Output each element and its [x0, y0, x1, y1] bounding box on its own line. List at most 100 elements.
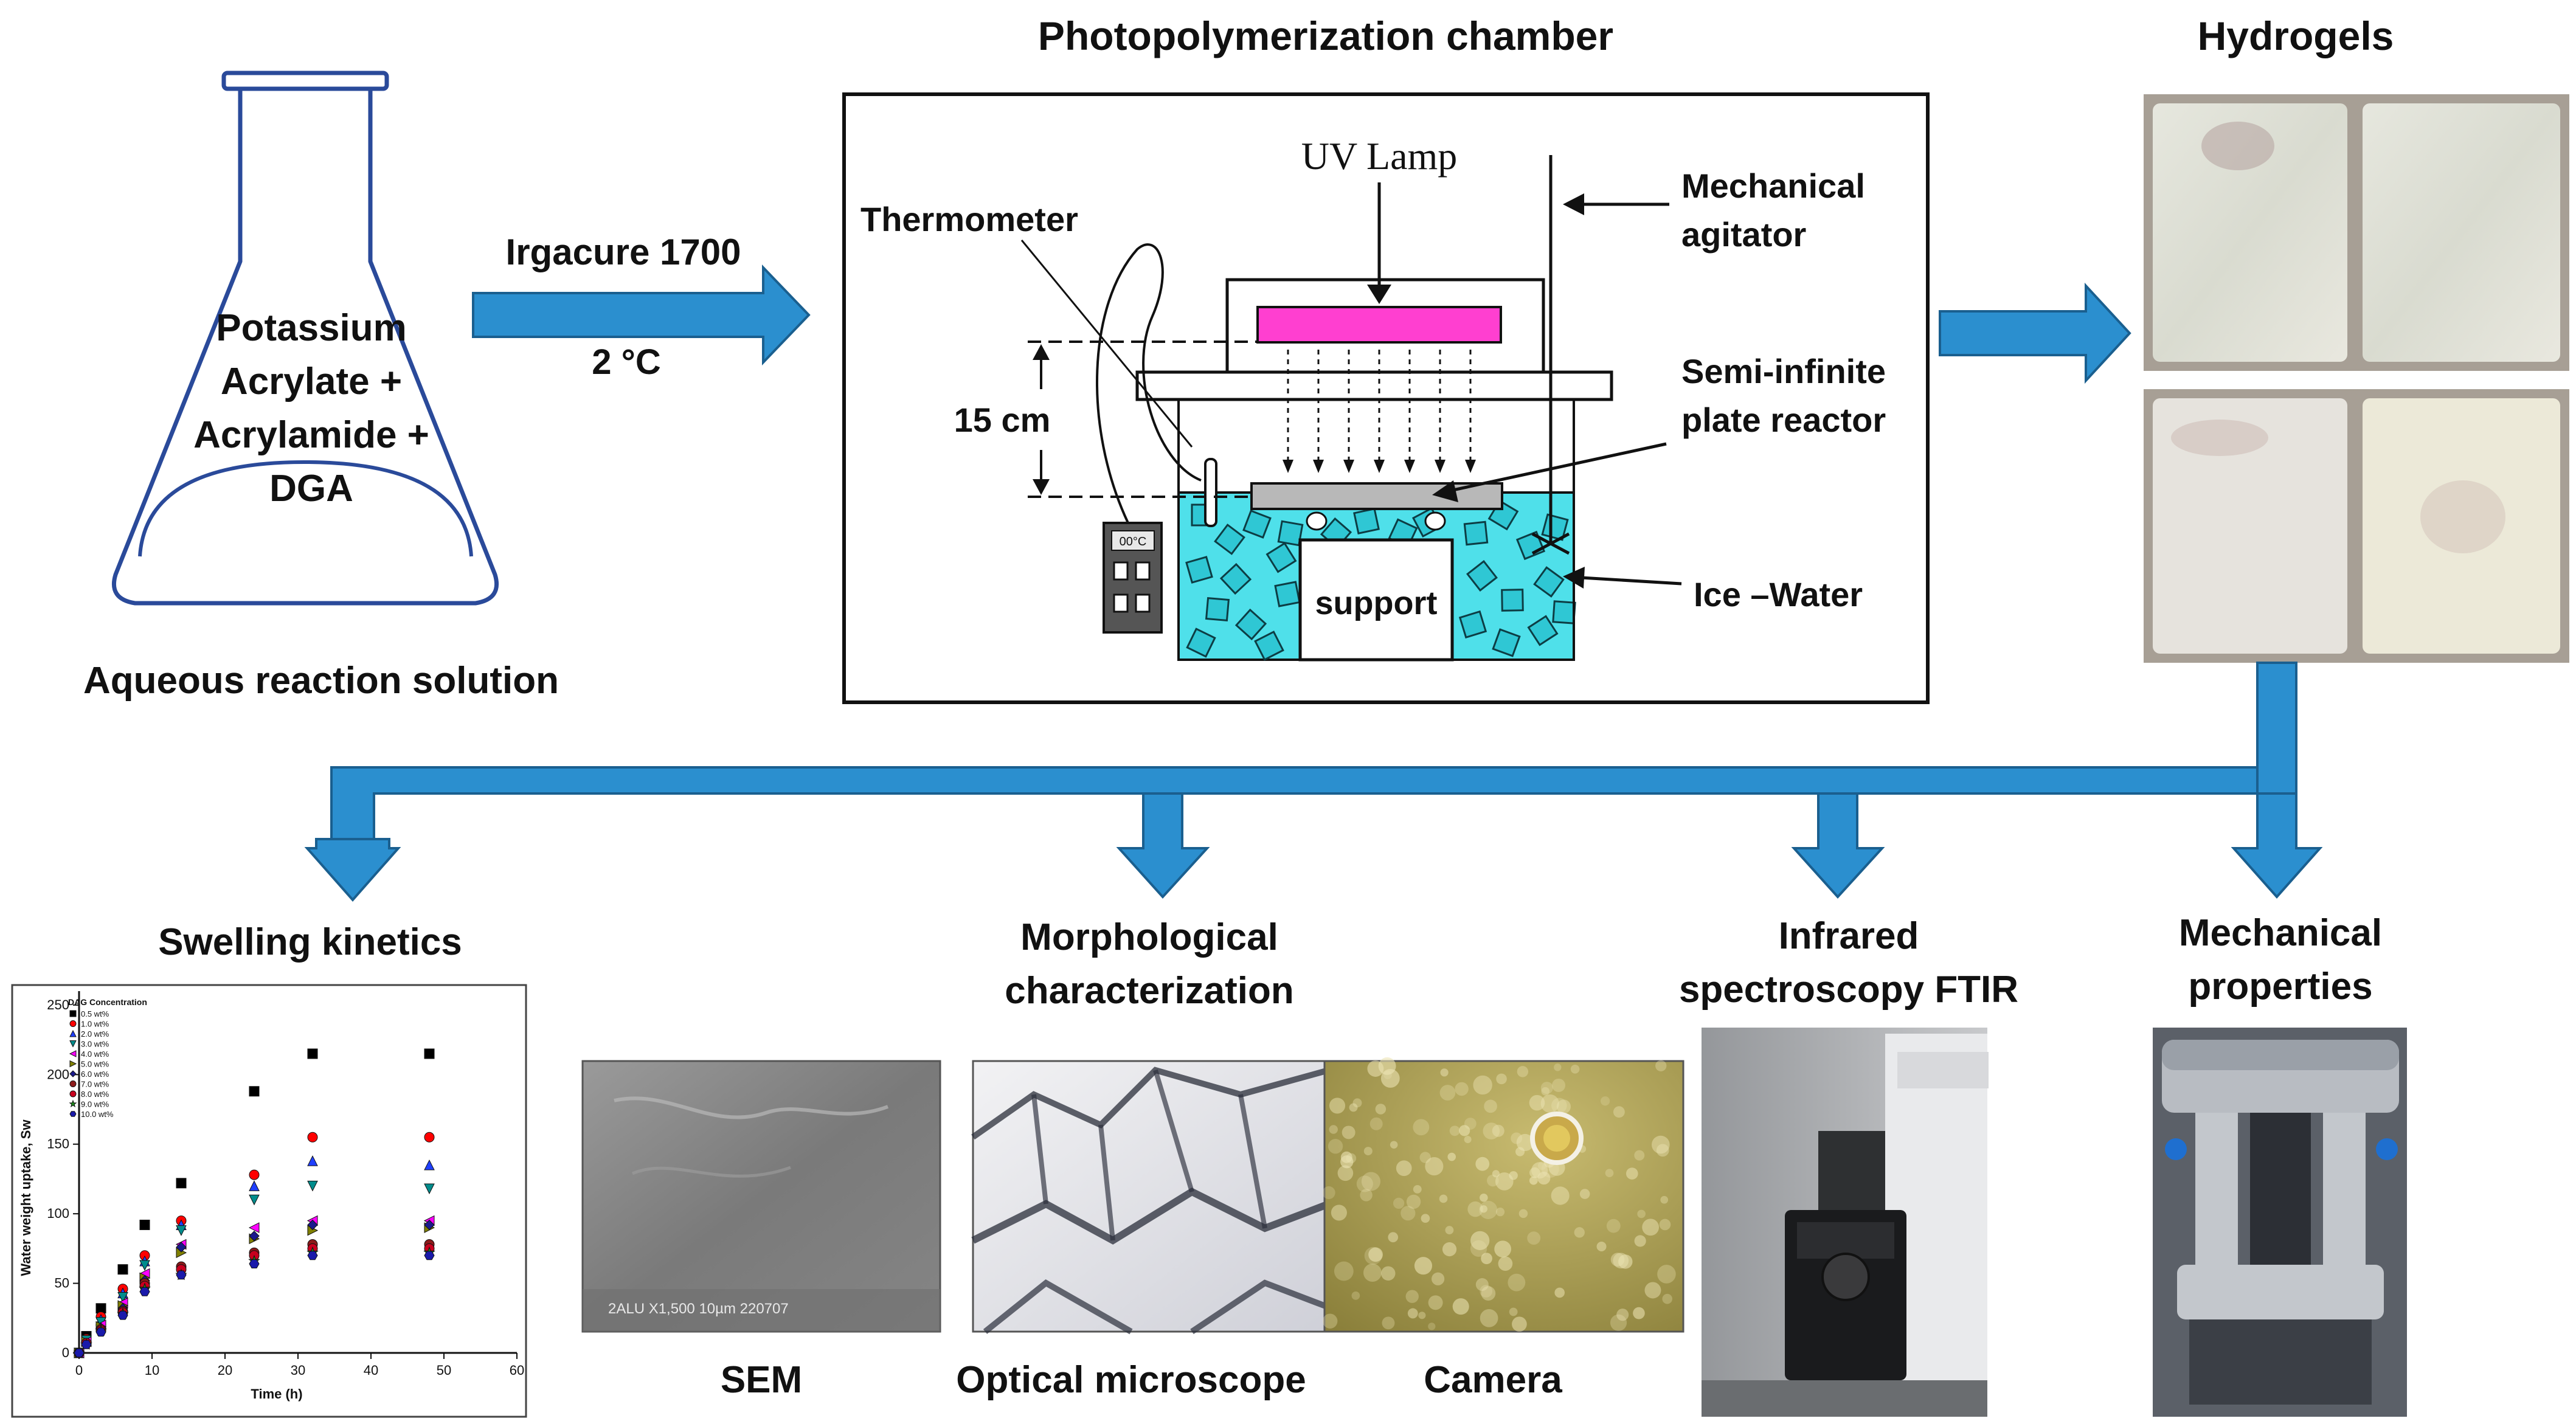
thermometer-probe — [1204, 458, 1217, 527]
hydrogels-photo — [2144, 94, 2569, 663]
erlenmeyer-flask — [111, 71, 499, 606]
bubble — [1306, 511, 1328, 531]
chamber-walls — [1177, 399, 1575, 660]
optical-label: Optical microscope — [956, 1359, 1306, 1401]
agitator-label-2: agitator — [1681, 215, 1806, 254]
arrow-to-chamber — [472, 264, 811, 365]
mechanical-title-2: properties — [2188, 966, 2372, 1008]
chart-legend-marker — [69, 1080, 77, 1087]
ice-cube — [1501, 589, 1524, 612]
ice-cube — [1552, 600, 1576, 624]
chart-point — [249, 1194, 260, 1206]
chart-legend-label: 6.0 wt% — [81, 1070, 109, 1079]
uv-lamp-label: UV Lamp — [1301, 134, 1458, 178]
chart-point — [176, 1225, 187, 1236]
chart-point — [307, 1048, 318, 1059]
chart-x-tick-label: 40 — [364, 1363, 378, 1378]
chart-point — [307, 1132, 318, 1143]
ftir-title-2: spectroscopy FTIR — [1679, 969, 2018, 1011]
swelling-kinetics-title: Swelling kinetics — [158, 921, 462, 963]
chart-point — [81, 1340, 92, 1349]
chart-legend-marker — [69, 1050, 77, 1057]
ice-cube — [1265, 542, 1297, 573]
uv-ray-head — [1465, 460, 1476, 473]
reactor-pointer-head — [1432, 480, 1458, 502]
agitator-blade — [1531, 532, 1570, 555]
ice-cube — [1463, 520, 1489, 546]
chart-point — [74, 1348, 85, 1358]
chart-legend-title: DAG Concentration — [68, 997, 147, 1007]
ice-cube — [1242, 510, 1272, 539]
chart-point — [424, 1048, 435, 1059]
chart-x-tick-label: 50 — [437, 1363, 451, 1378]
ice-cube — [1353, 508, 1380, 534]
arrow-to-hydrogels — [1939, 282, 2131, 384]
chart-marks — [73, 1048, 435, 1359]
flask-label-line-1: Potassium — [216, 307, 407, 349]
reactor-label-2: plate reactor — [1681, 401, 1886, 439]
camera-image — [1322, 1057, 1684, 1333]
mechanical-photo — [2153, 1028, 2407, 1417]
chart-point — [117, 1291, 128, 1303]
chart-legend: 0.5 wt%1.0 wt%2.0 wt%3.0 wt%4.0 wt%5.0 w… — [69, 1009, 114, 1119]
chart-point — [176, 1242, 187, 1253]
ice-cube — [1234, 608, 1267, 641]
ice-cube — [1277, 520, 1304, 547]
chart-point — [249, 1086, 260, 1097]
chart-legend-marker — [69, 1090, 77, 1098]
uv-ray-head — [1313, 460, 1324, 473]
bubble — [1424, 511, 1446, 531]
uv-ray-head — [1374, 460, 1385, 473]
chart-legend-label: 5.0 wt% — [81, 1060, 109, 1069]
ice-water-pointer — [1581, 576, 1682, 586]
chart-point — [249, 1169, 260, 1180]
chart-x-tick-label: 0 — [75, 1363, 83, 1378]
chart-x-axis-label: Time (h) — [251, 1386, 302, 1402]
chart-point — [176, 1178, 187, 1189]
chart-legend-marker — [69, 1060, 77, 1068]
chart-y-tick-label: 250 — [47, 997, 69, 1012]
chart-point — [307, 1219, 318, 1231]
agitator-pointer-head — [1563, 193, 1584, 215]
chamber-lid — [1135, 370, 1613, 401]
chart-legend-label: 7.0 wt% — [81, 1080, 109, 1089]
chart-y-tick-label: 200 — [47, 1067, 69, 1082]
ftir-title-1: Infrared — [1779, 915, 1919, 957]
ice-cube — [1214, 524, 1245, 555]
ice-water-label: Ice –Water — [1694, 575, 1863, 614]
ice-cubes — [1185, 499, 1576, 661]
chart-point — [176, 1270, 187, 1280]
flask-label-line-2: Acrylate + — [221, 361, 402, 403]
uv-ray-head — [1343, 460, 1354, 473]
chart-point — [139, 1219, 150, 1230]
ice-cube — [1186, 628, 1216, 658]
reactor-support — [1298, 538, 1454, 662]
morphological-title-1: Morphological — [1020, 916, 1278, 958]
ice-cube — [1205, 596, 1230, 622]
thermometer-leader — [1020, 240, 1193, 448]
support-label: support — [1315, 585, 1438, 621]
thermometer-display-unit — [1103, 522, 1163, 634]
ice-cube — [1274, 581, 1301, 607]
distance-label: 15 cm — [954, 401, 1051, 439]
ice-cube — [1254, 631, 1284, 661]
chamber-title: Photopolymerization chamber — [1038, 13, 1613, 58]
flask-label-line-3: Acrylamide + — [193, 414, 429, 456]
chart-x-tick-label: 10 — [145, 1363, 159, 1378]
ftir-photo — [1702, 1028, 1989, 1417]
chart-x-tick-label: 20 — [218, 1363, 232, 1378]
flask-label-line-4: DGA — [269, 468, 353, 510]
chart-legend-marker — [69, 1040, 77, 1048]
thermometer-wire — [1096, 243, 1202, 524]
ice-cube — [1219, 562, 1252, 595]
distance-guides — [1028, 341, 1258, 498]
ice-cube — [1492, 628, 1521, 657]
ice-cube — [1541, 513, 1569, 541]
reactor-label-1: Semi-infinite — [1681, 352, 1886, 390]
chart-point — [95, 1327, 106, 1337]
uv-lamp — [1256, 306, 1502, 344]
distribution-arrows — [304, 662, 2323, 902]
chart-legend-label: 2.0 wt% — [81, 1029, 109, 1039]
initiator-label: Irgacure 1700 — [506, 232, 741, 272]
